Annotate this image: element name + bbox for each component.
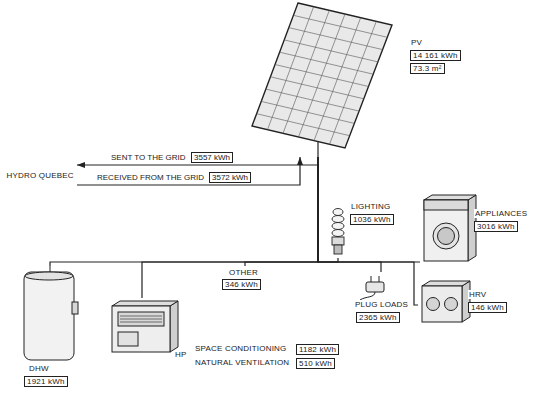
- component-label: LIGHTING: [350, 202, 391, 211]
- appliances-load: APPLIANCES 3016 kWh: [420, 195, 538, 270]
- plug-loads: PLUG LOADS 2365 kWh: [352, 272, 411, 332]
- energy-value: 346 kWh: [222, 279, 261, 290]
- component-label: HYDRO QUEBEC: [6, 171, 75, 180]
- pv-array: PV 14 161 kWh 73.3 m²: [245, 2, 463, 157]
- lighting-load: LIGHTING 1036 kWh: [322, 200, 396, 258]
- energy-value: 510 kWh: [296, 358, 335, 369]
- pv-panel: [252, 3, 392, 148]
- heat-pump-load: HP SPACE CONDITIONING 1182 kWhNATURAL VENT…: [108, 298, 348, 386]
- energy-value: 14 161 kWh: [410, 50, 461, 61]
- energy-value: 3557 kWh: [191, 152, 233, 163]
- component-label: DHW: [28, 364, 50, 373]
- dhw-tank: [24, 266, 78, 360]
- energy-value: 73.3 m²: [410, 63, 445, 74]
- pv-wire: [317, 142, 318, 157]
- dhw-load: DHW 1921 kWh: [14, 266, 94, 396]
- component-label: HP: [174, 350, 188, 359]
- power-line: [318, 157, 420, 262]
- heat-pump-unit: [112, 301, 178, 352]
- plug-symbol: [360, 276, 384, 300]
- hrv-load: HRV 146 kWh: [418, 280, 538, 330]
- energy-value: 2365 kWh: [356, 312, 400, 323]
- power-line: [245, 157, 318, 266]
- energy-value: 3016 kWh: [474, 221, 518, 232]
- component-label: PV: [410, 38, 423, 47]
- energy-value: 3572 kWh: [209, 172, 251, 183]
- flow-label: SENT TO THE GRID: [110, 153, 187, 162]
- component-label: SPACE CONDITIONING: [194, 344, 287, 353]
- other-load: OTHER 346 kWh: [214, 266, 276, 294]
- energy-value: 1182 kWh: [296, 344, 339, 355]
- component-label: NATURAL VENTILATION: [194, 358, 290, 367]
- power-line: [50, 157, 318, 266]
- flow-label: RECEIVED FROM THE GRID: [96, 173, 205, 182]
- component-label: HRV: [468, 290, 487, 299]
- hrv-unit: [422, 281, 470, 322]
- power-line: [318, 157, 338, 262]
- grid-utility: HYDRO QUEBEC: [4, 160, 77, 190]
- pv-cells: [257, 7, 388, 145]
- power-line: [318, 157, 418, 305]
- energy-value: 1036 kWh: [350, 214, 394, 225]
- component-label: APPLIANCES: [474, 209, 528, 218]
- washer-appliance: [424, 195, 476, 261]
- energy-value: 1921 kWh: [24, 376, 68, 387]
- energy-value: 146 kWh: [468, 302, 507, 313]
- component-label: PLUG LOADS: [354, 300, 409, 309]
- component-label: OTHER: [228, 268, 259, 277]
- cfl-bulb: [332, 209, 344, 255]
